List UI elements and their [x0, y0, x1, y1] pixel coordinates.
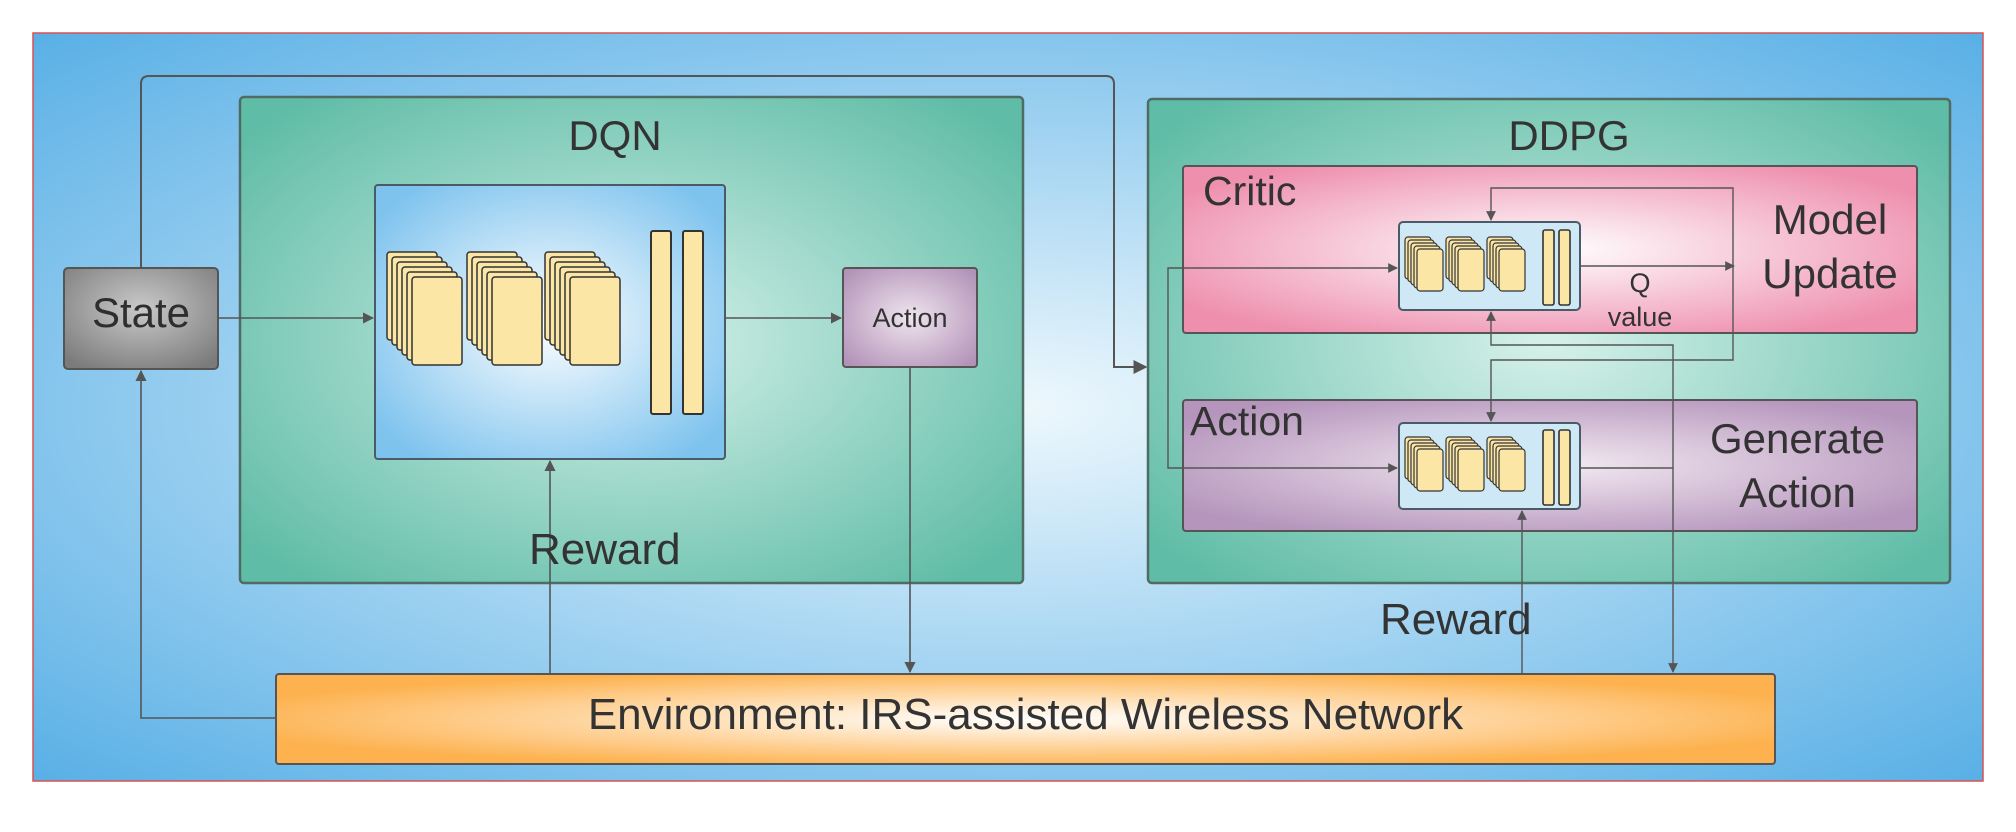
actor-network-layers-icon — [1404, 429, 1571, 506]
model-update-line1: Model — [1772, 196, 1888, 243]
dense-layer-bar — [650, 230, 672, 415]
critic-label: Critic — [1203, 168, 1297, 214]
model-update-line2: Update — [1762, 250, 1898, 297]
layer-card — [1457, 448, 1485, 492]
dqn-reward-label: Reward — [529, 525, 681, 574]
dqn-action-label: Action — [872, 303, 948, 333]
generate-action-line1: Generate — [1709, 415, 1886, 462]
ddpg-title: DDPG — [1508, 112, 1630, 159]
dqn-title: DQN — [568, 112, 662, 159]
layer-card — [491, 276, 543, 366]
environment-to-critic-arrow — [1486, 311, 1674, 468]
dense-layer-bar — [1558, 429, 1571, 506]
dense-layer-bar — [1542, 429, 1555, 506]
dense-layer-bar — [1542, 229, 1555, 306]
ddpg-reward-label: Reward — [1380, 595, 1532, 644]
layer-card — [1416, 448, 1444, 492]
critic-network-layers-icon — [1404, 229, 1571, 306]
environment-to-state-arrow — [135, 369, 276, 719]
state-to-critic-arrow — [1167, 263, 1398, 367]
layer-card — [411, 276, 463, 366]
actor-label: Action — [1190, 398, 1304, 444]
layer-card — [1498, 448, 1526, 492]
q-value-line2: value — [1607, 302, 1673, 332]
layer-card — [1457, 248, 1485, 292]
dqn-network-layers-icon — [386, 230, 704, 415]
layer-card — [1498, 248, 1526, 292]
state-label: State — [91, 289, 191, 336]
generate-action-line2: Action — [1739, 469, 1856, 516]
connectors — [135, 75, 1735, 719]
dense-layer-bar — [1558, 229, 1571, 306]
environment-label: Environment: IRS-assisted Wireless Netwo… — [587, 690, 1464, 739]
critic-to-actor-arrow — [1486, 266, 1734, 422]
q-value-line1: Q — [1629, 268, 1651, 298]
environment-box — [275, 673, 1776, 765]
dense-layer-bar — [682, 230, 704, 415]
model-update-arrow — [1486, 187, 1734, 266]
layer-card — [1416, 248, 1444, 292]
state-to-actor-arrow — [1167, 367, 1398, 473]
state-to-ddpg-arrow — [140, 75, 1148, 374]
layer-card — [569, 276, 621, 366]
